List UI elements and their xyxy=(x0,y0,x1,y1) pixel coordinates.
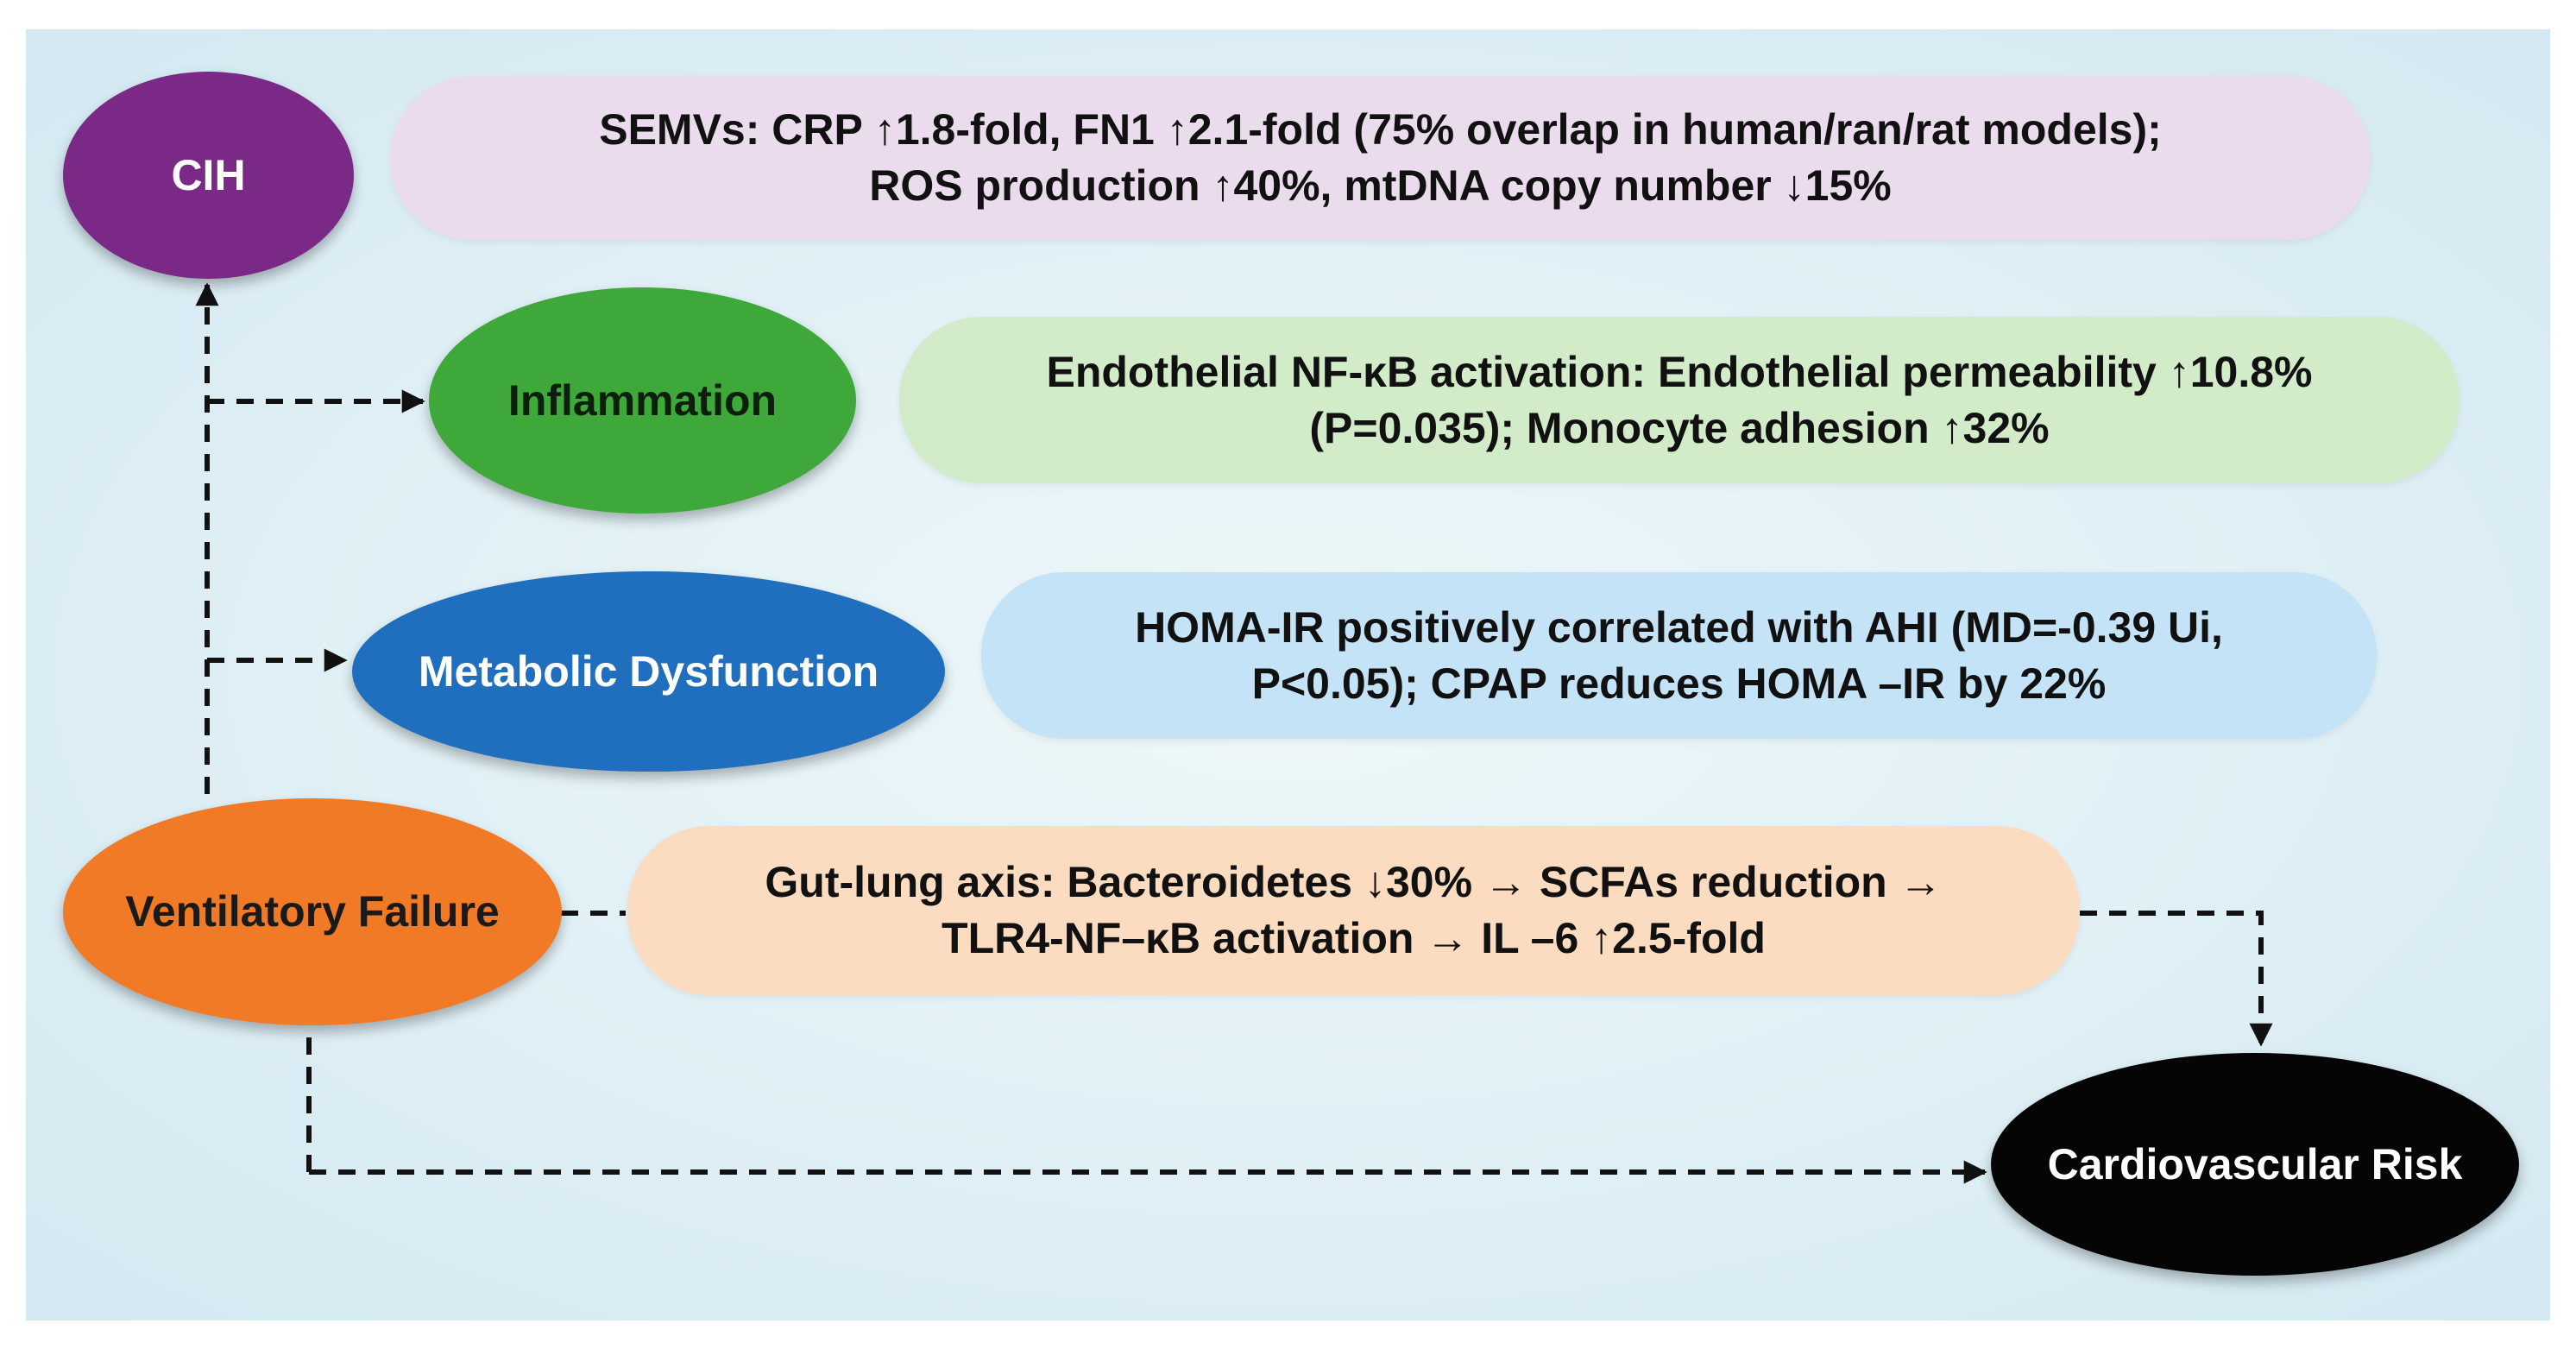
edge-gut-box-to-cardio xyxy=(2080,911,2273,1047)
inflammation-node: Inflammation xyxy=(429,287,856,514)
cih-evidence-text: SEMVs: CRP ↑1.8-fold, FN1 ↑2.1-fold (75%… xyxy=(599,102,2162,214)
cardiovascular-risk-node-label: Cardiovascular Risk xyxy=(2047,1139,2463,1188)
inflammation-evidence-line-2: (P=0.035); Monocyte adhesion ↑32% xyxy=(1309,403,2050,452)
gut-lung-evidence-text: Gut-lung axis: Bacteroidetes ↓30% → SCFA… xyxy=(765,854,1942,967)
cih-evidence-line-2: ROS production ↑40%, mtDNA copy number ↓… xyxy=(869,161,1892,210)
ventilatory-failure-node-label: Ventilatory Failure xyxy=(125,887,500,936)
cih-node: CIH xyxy=(63,72,354,279)
inflammation-evidence-text: Endothelial NF-κB activation: Endothelia… xyxy=(1046,344,2312,457)
metabolic-dysfunction-node: Metabolic Dysfunction xyxy=(352,571,945,772)
gut-lung-evidence-line-2: TLR4-NF–κB activation → IL –6 ↑2.5-fold xyxy=(942,914,1766,962)
inflammation-node-label: Inflammation xyxy=(507,375,778,425)
edge-ventilatory-cardio-bidirectional xyxy=(306,1025,1985,1172)
cih-evidence-line-1: SEMVs: CRP ↑1.8-fold, FN1 ↑2.1-fold (75%… xyxy=(599,105,2162,154)
metabolic-evidence-box: HOMA-IR positively correlated with AHI (… xyxy=(981,572,2377,739)
inflammation-evidence-box: Endothelial NF-κB activation: Endothelia… xyxy=(899,317,2459,483)
metabolic-evidence-line-2: P<0.05); CPAP reduces HOMA –IR by 22% xyxy=(1251,659,2107,708)
metabolic-dysfunction-node-label: Metabolic Dysfunction xyxy=(418,646,879,696)
gut-lung-evidence-box: Gut-lung axis: Bacteroidetes ↓30% → SCFA… xyxy=(627,826,2080,995)
inflammation-evidence-line-1: Endothelial NF-κB activation: Endothelia… xyxy=(1046,347,2313,396)
ventilatory-failure-node: Ventilatory Failure xyxy=(63,798,562,1025)
metabolic-evidence-line-1: HOMA-IR positively correlated with AHI (… xyxy=(1135,602,2223,652)
cih-node-label: CIH xyxy=(171,150,246,199)
cardiovascular-risk-node: Cardiovascular Risk xyxy=(1991,1053,2519,1276)
gut-lung-evidence-line-1: Gut-lung axis: Bacteroidetes ↓30% → SCFA… xyxy=(765,858,1943,906)
metabolic-evidence-text: HOMA-IR positively correlated with AHI (… xyxy=(1135,600,2223,712)
cih-evidence-box: SEMVs: CRP ↑1.8-fold, FN1 ↑2.1-fold (75%… xyxy=(390,76,2371,240)
